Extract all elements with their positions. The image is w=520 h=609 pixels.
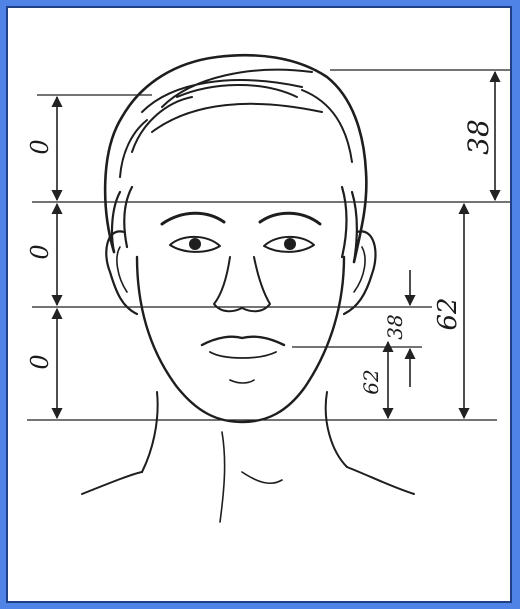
- diagram-frame: 0 0 0 38 62 38 62: [6, 6, 512, 603]
- face-sketch: [82, 55, 414, 522]
- ear-right: [344, 231, 376, 314]
- hair-outline: [105, 55, 366, 262]
- hair-strands: [120, 70, 352, 177]
- label-lower-third: 0: [26, 354, 54, 369]
- mouth: [202, 337, 284, 345]
- hair-side-left: [112, 187, 132, 252]
- neck: [142, 392, 347, 472]
- label-nose-mouth: 38: [383, 314, 407, 339]
- pupil-left: [189, 238, 201, 250]
- pupil-right: [284, 238, 296, 250]
- label-middle-third: 0: [26, 244, 54, 259]
- eyebrow-right: [260, 213, 320, 224]
- ear-left-inner: [117, 247, 127, 292]
- right-dimensions: 38 62 38 62: [359, 72, 495, 418]
- label-mouth-chin: 62: [359, 369, 383, 394]
- nose: [214, 257, 270, 311]
- left-dimensions: 0 0 0: [26, 97, 57, 418]
- hair-side-right: [342, 187, 357, 262]
- eyebrow-left: [162, 213, 224, 224]
- label-brow-chin: 62: [433, 297, 463, 330]
- label-upper-third: 0: [26, 139, 54, 154]
- lip-lower: [210, 352, 276, 358]
- shoulders: [82, 467, 414, 494]
- reference-lines: [27, 70, 510, 420]
- label-crown-brow: 38: [462, 119, 495, 155]
- face-contour: [137, 257, 344, 422]
- chin-mark: [230, 380, 254, 383]
- neck-lines: [220, 432, 282, 522]
- face-proportion-diagram: 0 0 0 38 62 38 62: [8, 8, 510, 601]
